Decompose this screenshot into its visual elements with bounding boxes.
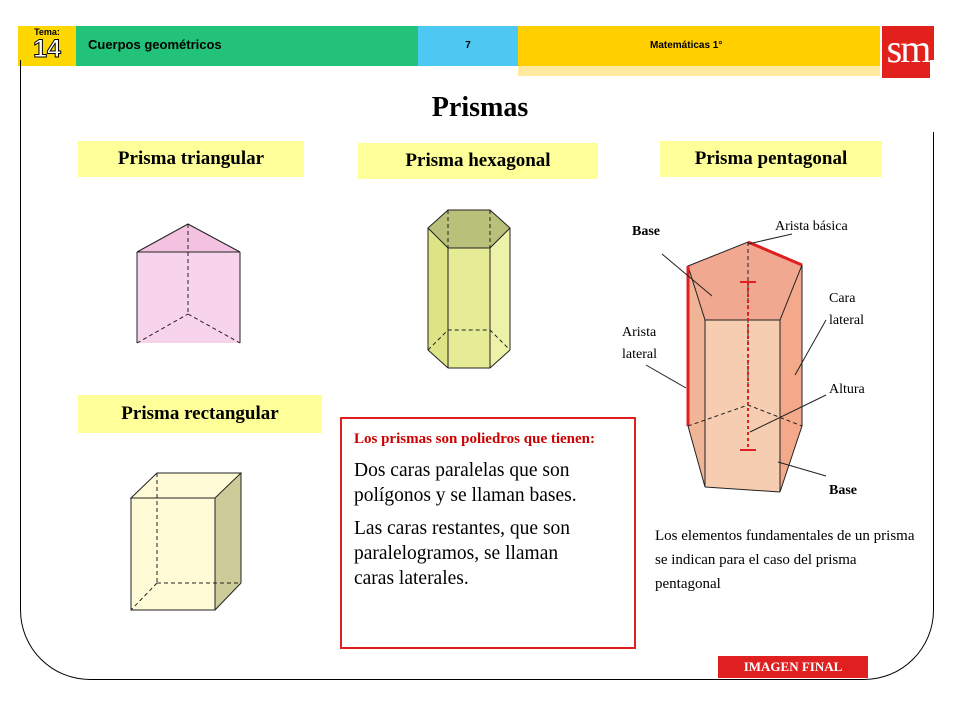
definition-box: Los prismas son poliedros que tienen: Do… (340, 417, 636, 649)
tema-badge: Tema: 14 (18, 26, 76, 66)
annotation-arista-lateral-line2: lateral (622, 347, 657, 362)
annotation-arista-lateral-line1: Arista (622, 325, 657, 340)
annotation-base-top: Base (632, 224, 660, 239)
rectangular-prism-figure (129, 472, 243, 611)
hexagonal-prism-figure (427, 209, 511, 369)
subject-label: Matemáticas 1° (518, 26, 880, 66)
annotation-cara-lateral: Cara lateral (829, 288, 864, 332)
unit-title: Cuerpos geométricos (76, 26, 418, 66)
annotation-cara-lateral-line1: Cara (829, 291, 856, 306)
page-title: Prismas (431, 92, 529, 123)
page-number: 7 (418, 26, 518, 66)
annotation-cara-lateral-line2: lateral (829, 313, 864, 328)
annotation-arista-basica: Arista básica (775, 219, 848, 234)
tema-number: 14 (33, 35, 62, 63)
label-pentagonal-prism: Prisma pentagonal (660, 141, 882, 177)
annotation-arista-lateral: Arista lateral (622, 322, 657, 366)
label-triangular-prism: Prisma triangular (78, 141, 304, 177)
pentagonal-prism-figure (645, 233, 827, 493)
slide-frame (20, 60, 934, 680)
definition-intro: Los prismas son poliedros que tienen: (354, 431, 596, 447)
frame-gap (930, 60, 940, 132)
definition-point-lateral: Las caras restantes, que son paralelogra… (354, 518, 571, 589)
annotation-altura: Altura (829, 382, 865, 397)
final-image-badge[interactable]: IMAGEN FINAL (718, 656, 868, 678)
definition-point-bases: Dos caras paralelas que son polígonos y … (354, 460, 577, 506)
pentagonal-caption: Los elementos fundamentales de un prisma… (655, 528, 915, 592)
tema-label: Tema: (34, 27, 60, 37)
header-strip (518, 66, 880, 76)
label-hexagonal-prism: Prisma hexagonal (358, 143, 598, 179)
annotation-base-bottom: Base (829, 483, 857, 498)
triangular-prism-figure (136, 223, 241, 344)
label-rectangular-prism: Prisma rectangular (78, 395, 322, 433)
